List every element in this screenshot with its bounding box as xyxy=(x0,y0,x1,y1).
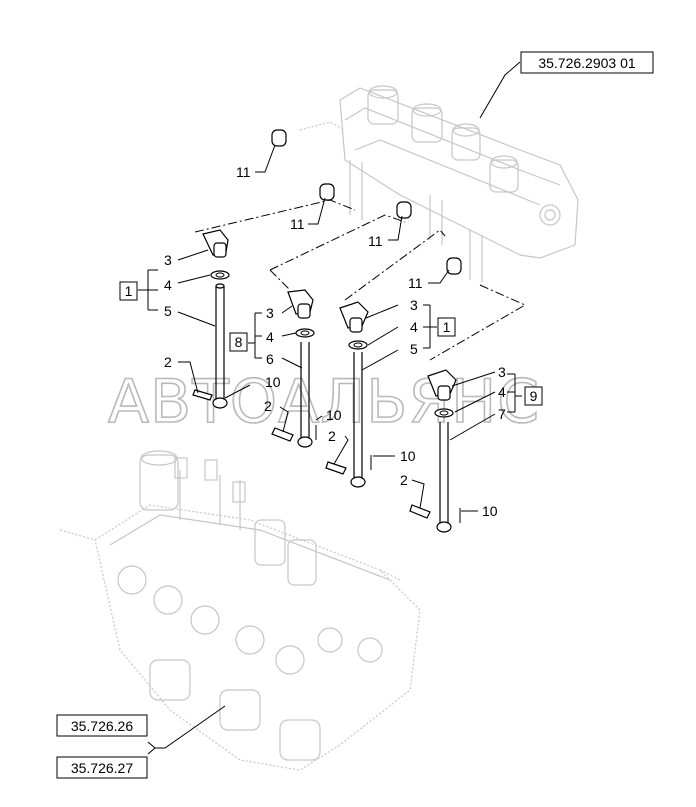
svg-text:35.726.2903 01: 35.726.2903 01 xyxy=(538,55,636,71)
callout-g2-6: 6 xyxy=(266,351,274,367)
svg-text:8: 8 xyxy=(235,334,243,350)
callout-g1-10: 10 xyxy=(265,374,281,390)
plug-11d xyxy=(428,257,462,284)
plug-11a xyxy=(255,129,287,173)
plug-11c xyxy=(388,201,412,241)
callout-g4-3: 3 xyxy=(498,364,506,380)
callout-g4-2: 2 xyxy=(400,472,408,488)
group-3-parts xyxy=(325,301,372,488)
callout-g3-2: 2 xyxy=(328,428,336,444)
callout-g3-10: 10 xyxy=(400,448,416,464)
kit-box-g4: 9 xyxy=(524,386,543,406)
reference-bottom-1: 35.726.26 xyxy=(56,714,148,737)
callout-11c: 11 xyxy=(368,233,383,249)
callout-11d: 11 xyxy=(408,275,423,291)
svg-text:9: 9 xyxy=(530,388,538,404)
callout-g4-7: 7 xyxy=(498,406,506,422)
upper-valve-body-ghost xyxy=(299,85,579,282)
svg-text:1: 1 xyxy=(443,319,451,335)
reference-bottom-2: 35.726.27 xyxy=(56,756,148,779)
routing-lines xyxy=(194,199,527,361)
watermark: АВТОАЛЬЯНС xyxy=(108,367,540,437)
callout-g4-4: 4 xyxy=(498,384,506,400)
callout-g1-3: 3 xyxy=(164,252,172,268)
callout-g2-2: 2 xyxy=(264,398,272,414)
callout-11b: 11 xyxy=(290,216,305,232)
callout-g1-2: 2 xyxy=(164,354,172,370)
callout-g1-5: 5 xyxy=(164,303,172,319)
plug-11b xyxy=(308,183,335,225)
callout-g2-4: 4 xyxy=(266,329,274,345)
kit-box-g2: 8 xyxy=(229,332,248,352)
callout-g3-5: 5 xyxy=(410,341,418,357)
callout-g2-3: 3 xyxy=(266,305,274,321)
kit-box-g1: 1 xyxy=(119,281,138,301)
svg-text:1: 1 xyxy=(125,283,133,299)
callout-g3-3: 3 xyxy=(410,297,418,313)
svg-text:35.726.27: 35.726.27 xyxy=(71,760,133,776)
callout-11a: 11 xyxy=(236,164,251,180)
callout-g3-4: 4 xyxy=(410,319,418,335)
svg-text:35.726.26: 35.726.26 xyxy=(71,718,133,734)
callout-labels: 11 11 11 11 3 4 5 2 10 3 4 6 2 10 3 4 5 … xyxy=(164,164,506,519)
callout-g1-4: 4 xyxy=(164,277,172,293)
kit-box-g3: 1 xyxy=(437,317,456,337)
callout-g4-10: 10 xyxy=(482,503,498,519)
leader-lines xyxy=(138,61,522,755)
reference-top: 35.726.2903 01 xyxy=(520,51,654,74)
callout-g2-10: 10 xyxy=(326,407,342,423)
group-4-parts xyxy=(409,369,461,533)
